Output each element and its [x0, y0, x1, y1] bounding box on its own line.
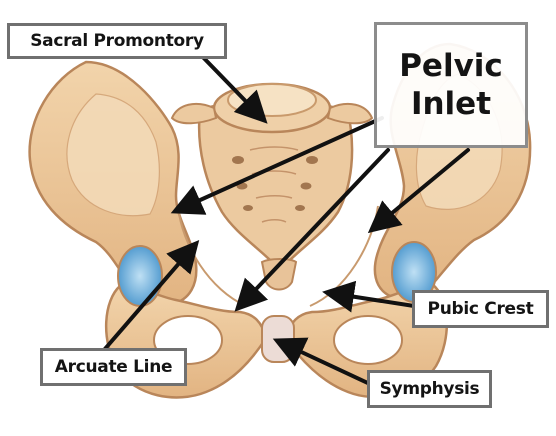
- label-pelvic-inlet: Pelvic Inlet: [374, 22, 528, 148]
- label-symphysis-text: Symphysis: [379, 379, 480, 399]
- symphysis-cartilage: [261, 315, 295, 363]
- label-arcuate-line-text: Arcuate Line: [54, 357, 173, 377]
- arrow-pubic-crest: [322, 280, 416, 313]
- annotation-arrows: [102, 48, 470, 387]
- left-transverse-process: [170, 102, 218, 125]
- label-pelvic-inlet-line1: Pelvic: [399, 48, 503, 84]
- left-acetabulum: [117, 245, 163, 307]
- label-pubic-crest-text: Pubic Crest: [427, 299, 534, 319]
- arrow-arcuate-line: [102, 239, 200, 352]
- arrow-inlet-left: [170, 116, 384, 215]
- label-sacral-promontory-text: Sacral Promontory: [30, 31, 204, 51]
- right-transverse-process: [326, 102, 374, 125]
- left-iliac-fossa: [66, 93, 160, 217]
- label-pelvic-inlet-line2: Inlet: [410, 86, 492, 122]
- label-sacral-promontory: Sacral Promontory: [7, 23, 227, 59]
- coccyx: [260, 258, 298, 291]
- label-symphysis: Symphysis: [367, 370, 492, 408]
- arrow-inlet-right: [367, 148, 470, 234]
- label-arcuate-line: Arcuate Line: [40, 348, 187, 386]
- arrow-inlet-bottom: [234, 148, 390, 312]
- label-pubic-crest: Pubic Crest: [412, 290, 549, 328]
- arrow-sacral-promontory: [194, 48, 268, 124]
- vertebral-disc-top: [227, 83, 317, 117]
- arrow-symphysis: [272, 337, 374, 387]
- right-obturator-foramen: [333, 315, 403, 365]
- sacral-ridges: [249, 146, 299, 223]
